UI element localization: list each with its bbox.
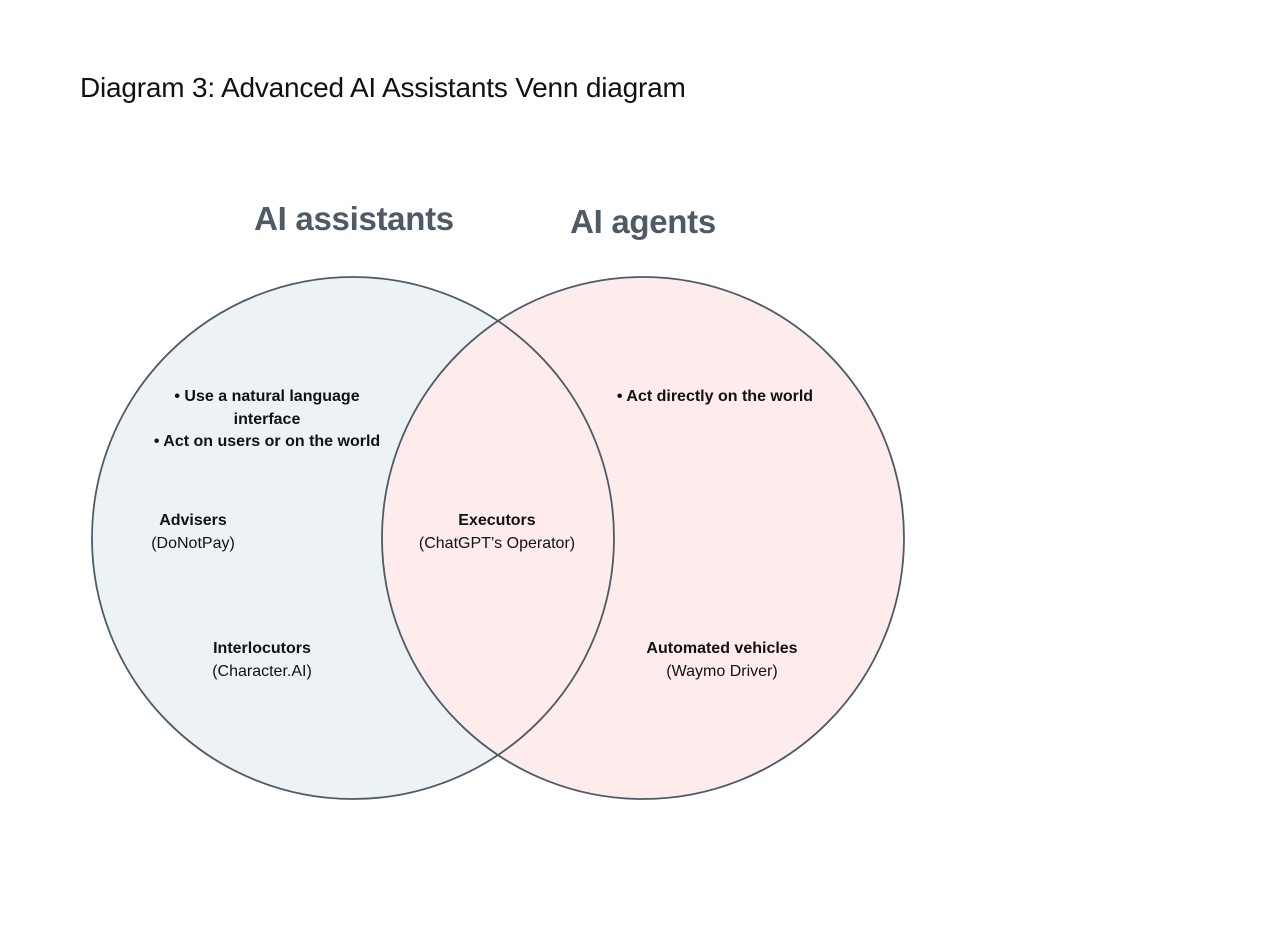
- executors-label: Executors: [458, 512, 536, 529]
- ai-agents-trait-1: • Act directly on the world: [616, 388, 814, 405]
- ai-assistants-trait-1: • Use a natural language: [174, 388, 360, 405]
- advisers-example: (DoNotPay): [151, 535, 235, 552]
- interlocutors-example: (Character.AI): [212, 663, 312, 680]
- ai-assistants-heading: AI assistants: [254, 200, 454, 237]
- automated-vehicles-region: Automated vehicles (Waymo Driver): [646, 637, 797, 683]
- automated-vehicles-example: (Waymo Driver): [666, 663, 778, 680]
- intersection-fill: [382, 277, 614, 799]
- ai-agents-heading: AI agents: [570, 203, 716, 240]
- ai-assistants-traits: • Use a natural language interface • Act…: [154, 386, 380, 454]
- ai-assistants-trait-1-continued: interface: [233, 410, 301, 428]
- interlocutors-label: Interlocutors: [213, 640, 311, 657]
- page-title: Diagram 3: Advanced AI Assistants Venn d…: [80, 72, 686, 103]
- executors-example: (ChatGPT’s Operator): [418, 535, 576, 552]
- interlocutors-region: Interlocutors (Character.AI): [212, 637, 312, 683]
- ai-assistants-circle-outline: [91, 276, 615, 800]
- advisers-label: Advisers: [159, 512, 227, 529]
- ai-agents-traits: • Act directly on the world: [617, 386, 813, 409]
- advisers-region: Advisers (DoNotPay): [151, 509, 235, 555]
- executors-region: Executors (ChatGPT’s Operator): [419, 509, 575, 555]
- ai-assistants-trait-2: • Act on users or on the world: [153, 433, 381, 450]
- automated-vehicles-label: Automated vehicles: [646, 640, 798, 657]
- ai-agents-circle-outline: [381, 276, 905, 800]
